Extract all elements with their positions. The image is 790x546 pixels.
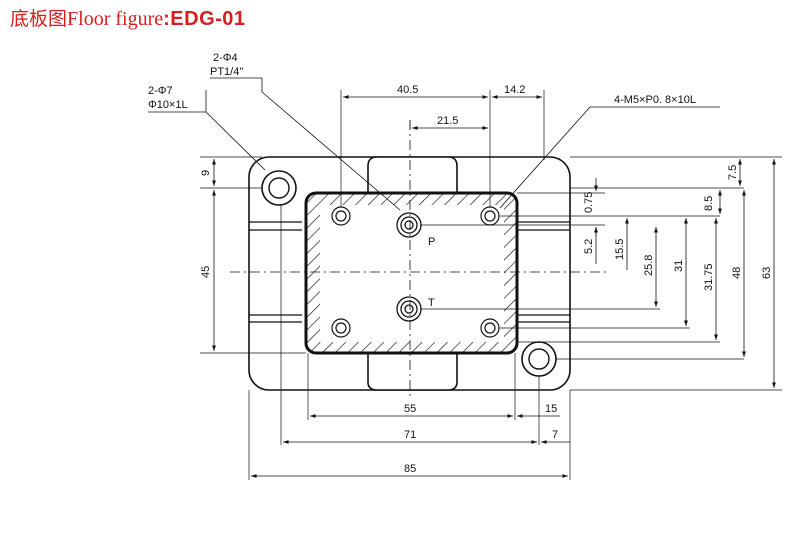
dim-left-45: 45 [200, 266, 212, 278]
title-english: Floor figure [67, 8, 164, 30]
pin-size-label: Φ10×1L [148, 99, 188, 111]
pt-port-thread-label: PT1/4" [210, 66, 243, 78]
dimension-lines [212, 95, 776, 478]
dim-right-31: 31 [673, 260, 685, 272]
pin-hole-bottom-right [521, 341, 557, 377]
dim-right-8-5: 8.5 [703, 196, 715, 211]
dim-right-63: 63 [761, 267, 773, 279]
dim-bottom-55: 55 [404, 403, 416, 415]
dim-right-25-8: 25.8 [643, 255, 655, 276]
dim-right-5-2: 5.2 [583, 239, 595, 254]
dim-top-14-2: 14.2 [504, 84, 525, 96]
screw-label: 4-M5×P0. 8×10L [614, 94, 696, 106]
pin-qty-label: 2-Φ7 [148, 85, 173, 97]
port-t-label: T [428, 297, 435, 309]
dim-top-21-5: 21.5 [437, 115, 458, 127]
dim-right-31-75: 31.75 [703, 263, 715, 291]
dim-bottom-85: 85 [404, 463, 416, 475]
pin-hole-top-left [261, 170, 297, 206]
dim-right-7-5: 7.5 [727, 165, 739, 180]
title-chinese: 底板图 [10, 8, 68, 30]
center-lines [230, 120, 610, 400]
dim-left-9: 9 [200, 170, 212, 176]
pt-port-qty-label: 2-Φ4 [213, 52, 238, 64]
dim-right-0-75: 0.75 [583, 192, 595, 213]
leader-lines [148, 77, 720, 211]
dim-right-48: 48 [731, 267, 743, 279]
title-code: :EDG-01 [163, 8, 246, 30]
dim-bottom-71: 71 [404, 429, 416, 441]
dim-right-15-5: 15.5 [614, 239, 626, 260]
page-title: 底板图Floor figure:EDG-01 [10, 6, 246, 32]
extension-lines [200, 90, 782, 480]
plate-tabs [367, 156, 458, 391]
dim-bottom-7: 7 [552, 429, 558, 441]
dim-bottom-15: 15 [545, 403, 557, 415]
port-p-label: P [428, 236, 435, 248]
mounting-face [304, 191, 519, 355]
dim-top-40-5: 40.5 [397, 84, 418, 96]
